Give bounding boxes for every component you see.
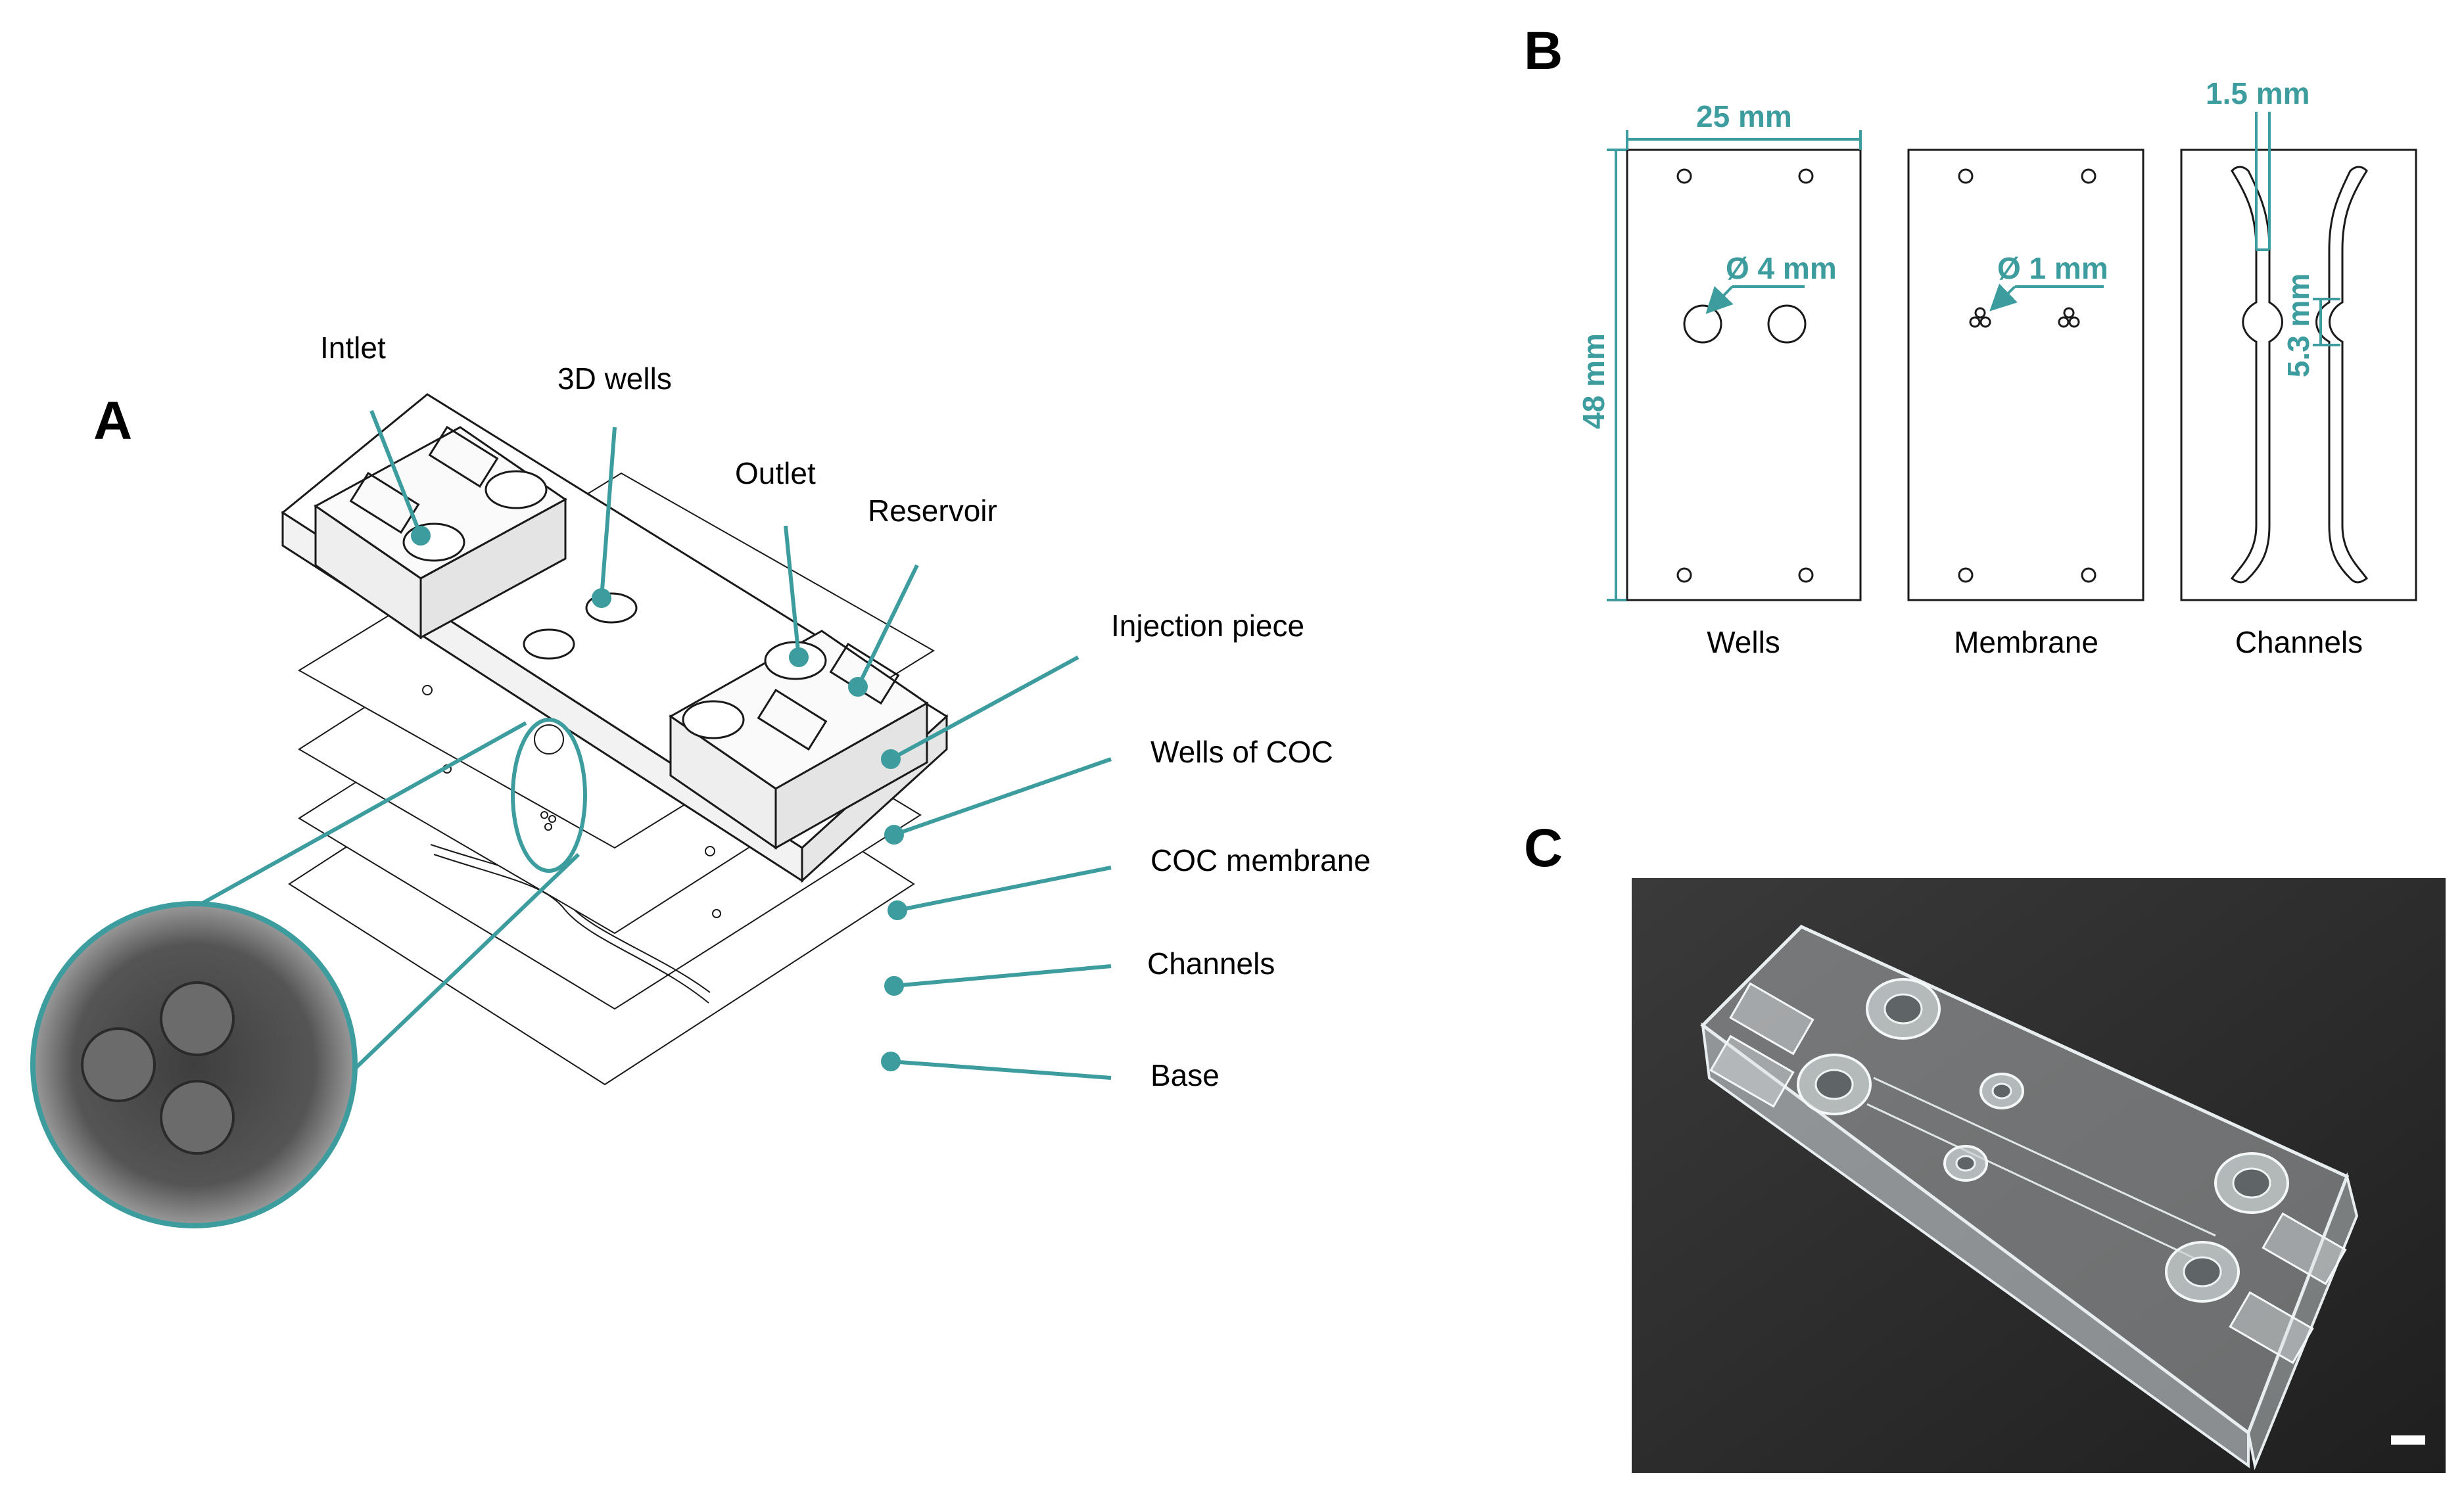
dim-chamber-length-label: 5.3 mm xyxy=(2281,273,2315,378)
dim-chamber-length xyxy=(2313,298,2340,346)
panel-b-letter: B xyxy=(1524,21,1563,81)
well-diam-leader xyxy=(1705,285,1734,314)
panel-b: B 25 mm 48 mm Ø 4 mm xyxy=(1524,21,2417,659)
dim-well-diam-label: Ø 4 mm xyxy=(1726,251,1837,285)
pore-diam-leader xyxy=(1989,283,2018,312)
dim-pore-diam-label: Ø 1 mm xyxy=(1997,251,2108,285)
scale-bar xyxy=(2391,1435,2425,1445)
panel-a-letter: A xyxy=(93,391,132,451)
dim-width xyxy=(1626,130,1862,150)
zoom-highlight xyxy=(511,718,587,873)
dim-height-label: 48 mm xyxy=(1576,333,1611,429)
dim-width-label: 25 mm xyxy=(1696,99,1792,133)
well-right xyxy=(1767,304,1807,344)
caption-membrane: Membrane xyxy=(1954,625,2098,659)
label-base: Base xyxy=(1150,1058,1220,1092)
label-3d-wells: 3D wells xyxy=(557,361,672,396)
well-left xyxy=(1683,304,1722,344)
label-wells-of-coc: Wells of COC xyxy=(1150,735,1333,769)
label-injection-piece: Injection piece xyxy=(1111,609,1304,643)
channels-layer-drawing xyxy=(2180,149,2417,601)
zoom-inset xyxy=(30,901,358,1228)
label-reservoir: Reservoir xyxy=(868,494,997,528)
chip-photo xyxy=(1632,878,2446,1473)
wells-layer-drawing xyxy=(1626,149,1862,601)
label-channels: Channels xyxy=(1147,946,1275,981)
dim-channel-width xyxy=(2255,112,2271,251)
membrane-layer-drawing xyxy=(1907,149,2144,601)
label-intlet: Intlet xyxy=(320,331,386,365)
caption-wells: Wells xyxy=(1707,625,1780,659)
label-outlet: Outlet xyxy=(735,456,816,490)
panel-a: A xyxy=(30,331,1371,1228)
dim-height xyxy=(1607,149,1626,601)
panel-c: C xyxy=(1524,818,2446,1473)
label-coc-membrane: COC membrane xyxy=(1150,843,1371,877)
injection-piece xyxy=(281,393,949,883)
callout-leaders xyxy=(369,409,1112,1080)
dim-channel-width-label: 1.5 mm xyxy=(2206,76,2310,110)
caption-channels: Channels xyxy=(2235,625,2363,659)
panel-c-letter: C xyxy=(1524,818,1563,878)
